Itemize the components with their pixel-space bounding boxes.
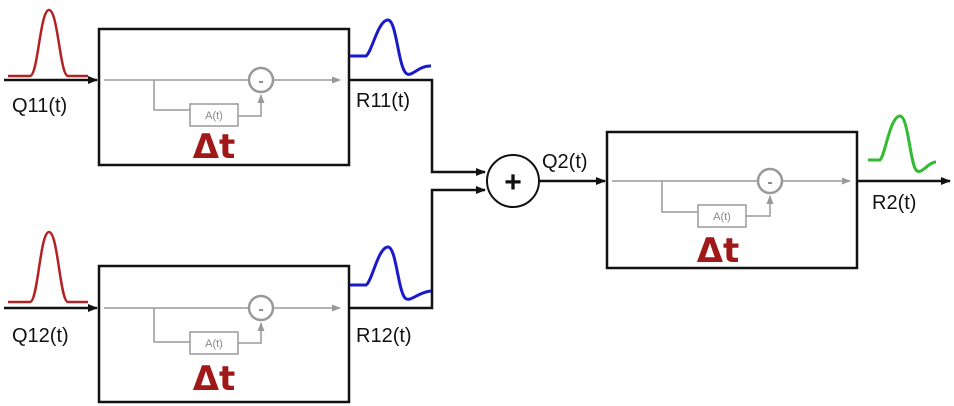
inner-feedback-return-lower <box>238 322 265 344</box>
summer-connections: + Q2(t) <box>349 78 606 310</box>
response-pulse-upper <box>350 18 432 76</box>
inner-subtract-node-upper <box>247 66 275 94</box>
inner-subtract-node-lower <box>247 294 275 322</box>
summing-plus-symbol: + <box>504 166 522 199</box>
inner-function-label-upper: A(t) <box>205 110 223 122</box>
inner-feedback-return-upper <box>238 94 265 117</box>
block-box-lower <box>97 264 351 404</box>
delta-t-lower: Δt <box>193 359 236 399</box>
inner-function-box-upper <box>189 103 239 127</box>
lower-block: Q12(t) A(t) - Δt R12(t) <box>4 230 432 404</box>
inner-subtract-symbol-upper: - <box>258 73 263 90</box>
response-pulse-output <box>868 114 937 173</box>
output-block: A(t) - Δt R2(t) <box>605 114 951 271</box>
lower-to-summer-line <box>349 186 486 310</box>
input-pulse-lower <box>8 230 88 304</box>
inner-feedback-return-output <box>746 195 774 217</box>
upper-to-summer-line <box>349 78 486 176</box>
input-pulse-upper <box>8 8 88 78</box>
inner-feedback-path-upper <box>153 80 190 111</box>
inner-function-label-lower: A(t) <box>205 338 223 350</box>
output-label-output: R2(t) <box>872 192 916 214</box>
output-label-upper: R11(t) <box>356 90 410 112</box>
upper-block: Q11(t) A(t) - Δt R11(t) <box>4 8 432 167</box>
delta-t-output: Δt <box>697 231 740 271</box>
summed-input-label: Q2(t) <box>542 151 588 173</box>
input-label-lower: Q12(t) <box>12 325 69 347</box>
input-label-upper: Q11(t) <box>12 95 67 117</box>
response-pulse-lower <box>350 245 432 301</box>
inner-function-label-output: A(t) <box>713 211 731 223</box>
block-box-upper <box>97 27 351 167</box>
delta-t-upper: Δt <box>193 127 236 167</box>
inner-feedback-path-output <box>661 181 698 213</box>
inner-feedback-path-lower <box>153 308 190 343</box>
inner-subtract-symbol-output: - <box>767 174 772 191</box>
inner-subtract-symbol-lower: - <box>258 301 263 318</box>
block-box-output <box>605 130 859 270</box>
inner-subtract-node-output <box>756 167 784 195</box>
output-label-lower: R12(t) <box>356 325 412 347</box>
